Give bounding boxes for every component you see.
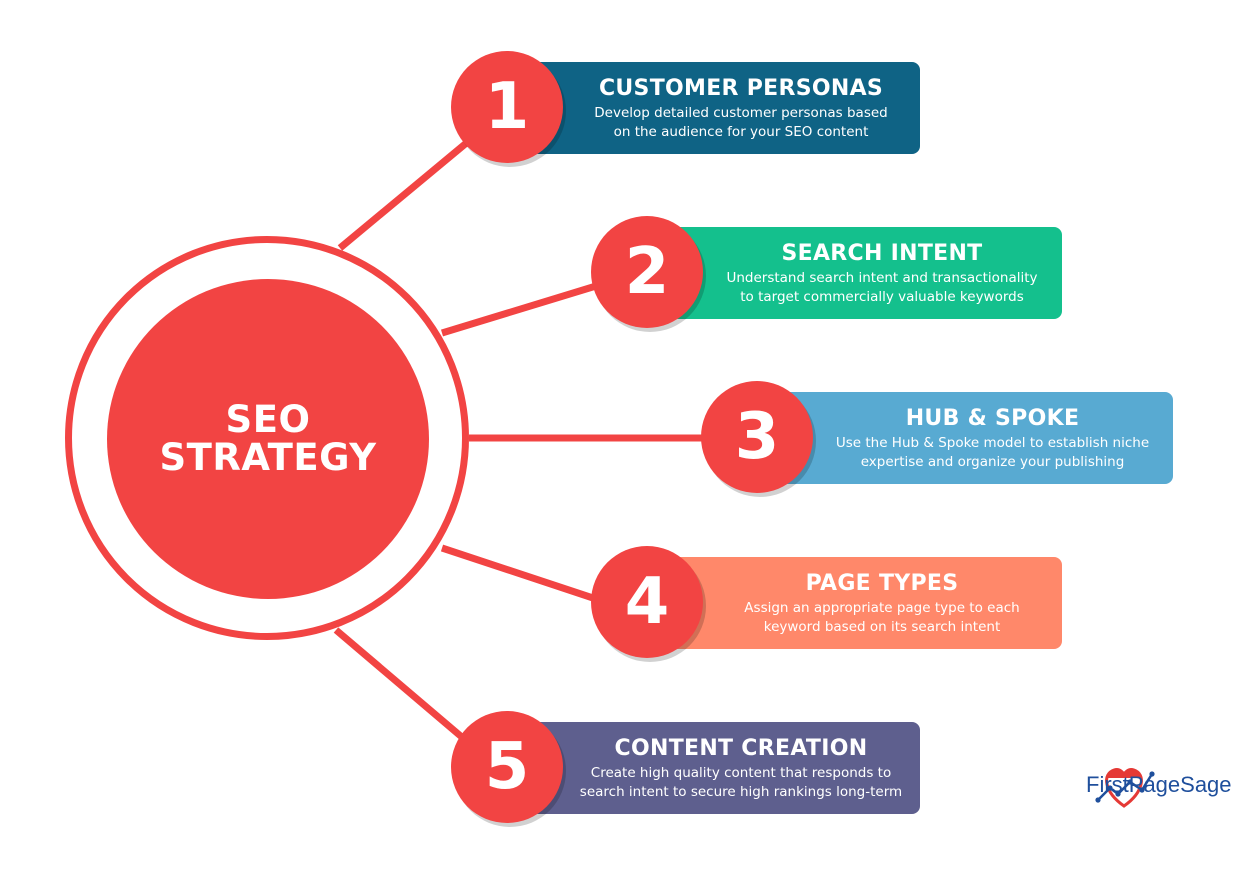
connector-4 bbox=[440, 544, 598, 603]
step-card-search-intent: SEARCH INTENT Understand search intent a… bbox=[660, 227, 1062, 319]
connector-2 bbox=[440, 282, 598, 337]
step-number-badge-1: 1 bbox=[451, 51, 563, 163]
step-card-content-creation: CONTENT CREATION Create high quality con… bbox=[520, 722, 920, 814]
step-description-line-2: keyword based on its search intent bbox=[763, 619, 1001, 635]
step-title: CUSTOMER PERSONAS bbox=[598, 76, 884, 101]
step-card-page-types: PAGE TYPES Assign an appropriate page ty… bbox=[660, 557, 1062, 649]
step-card-customer-personas: CUSTOMER PERSONAS Develop detailed custo… bbox=[520, 62, 920, 154]
brand-name: FirstPageSage bbox=[1086, 772, 1232, 797]
step-description-line-2: on the audience for your SEO content bbox=[613, 124, 869, 140]
step-description-line-1: Create high quality content that respond… bbox=[590, 765, 892, 781]
hub-title-line-2: STRATEGY bbox=[159, 436, 377, 479]
step-number-badge-2: 2 bbox=[591, 216, 703, 328]
step-description-line-1: Understand search intent and transaction… bbox=[726, 270, 1038, 286]
hub-title-line-1: SEO bbox=[225, 398, 311, 441]
step-description-line-2: search intent to secure high rankings lo… bbox=[579, 784, 903, 800]
step-number-badge-4: 4 bbox=[591, 546, 703, 658]
step-description-line-1: Use the Hub & Spoke model to establish n… bbox=[835, 435, 1150, 451]
step-description-line-2: to target commercially valuable keywords bbox=[740, 289, 1024, 305]
step-number-badge-5: 5 bbox=[451, 711, 563, 823]
step-card-hub-and-spoke: HUB & SPOKE Use the Hub & Spoke model to… bbox=[770, 392, 1173, 484]
step-title: CONTENT CREATION bbox=[614, 736, 868, 761]
step-description-line-1: Develop detailed customer personas based bbox=[594, 105, 888, 121]
step-description-line-1: Assign an appropriate page type to each bbox=[744, 600, 1020, 616]
connector-1 bbox=[337, 137, 473, 251]
brand-logo-icon bbox=[1095, 768, 1155, 808]
step-title: SEARCH INTENT bbox=[781, 241, 983, 266]
step-title: HUB & SPOKE bbox=[905, 406, 1080, 431]
connector-5 bbox=[333, 627, 473, 747]
step-number-badge-3: 3 bbox=[701, 381, 813, 493]
step-description-line-2: expertise and organize your publishing bbox=[860, 454, 1125, 470]
hub-circle: SEO STRATEGY bbox=[107, 279, 429, 599]
step-title: PAGE TYPES bbox=[805, 571, 959, 596]
